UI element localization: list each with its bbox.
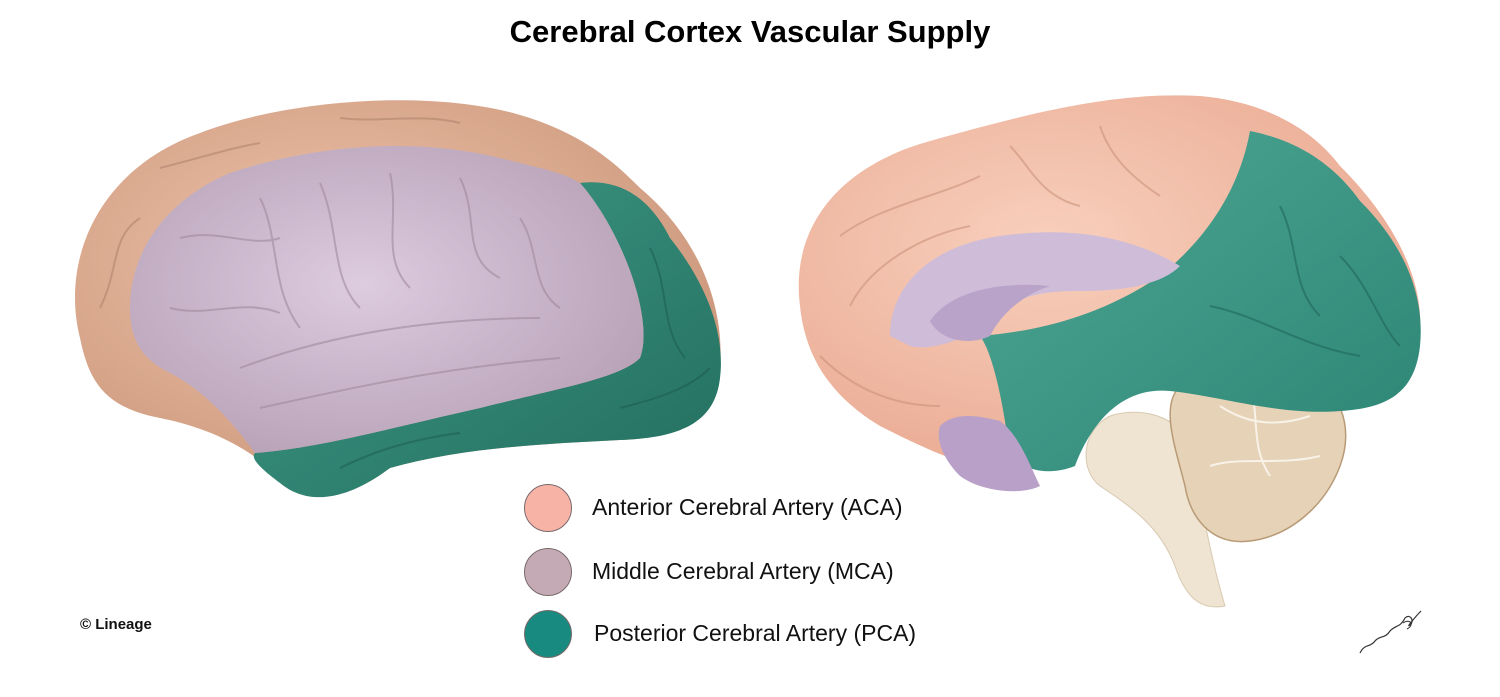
medial-brain-illustration [798, 95, 1421, 608]
legend-label-aca: Anterior Cerebral Artery (ACA) [592, 494, 903, 520]
lateral-brain-illustration [75, 100, 721, 498]
legend-item-aca: Anterior Cerebral Artery (ACA) [524, 484, 964, 536]
medial-pca-region [980, 131, 1421, 472]
legend-label-pca: Posterior Cerebral Artery (PCA) [594, 620, 917, 646]
pca-color-swatch [524, 610, 572, 658]
aca-color-swatch [524, 484, 572, 532]
legend-item-pca: Posterior Cerebral Artery (PCA) [524, 610, 964, 662]
artist-signature [1359, 610, 1422, 654]
page-title: Cerebral Cortex Vascular Supply [509, 14, 991, 49]
legend-label-mca: Middle Cerebral Artery (MCA) [592, 558, 894, 584]
medial-mca-thalamus [930, 284, 1050, 341]
medial-mca-temporal [938, 416, 1040, 492]
lateral-pca-region [253, 182, 721, 498]
lateral-mca-region [130, 146, 644, 453]
legend-item-mca: Middle Cerebral Artery (MCA) [524, 548, 964, 600]
copyright-notice: © Lineage [80, 616, 152, 633]
mca-color-swatch [524, 548, 572, 596]
